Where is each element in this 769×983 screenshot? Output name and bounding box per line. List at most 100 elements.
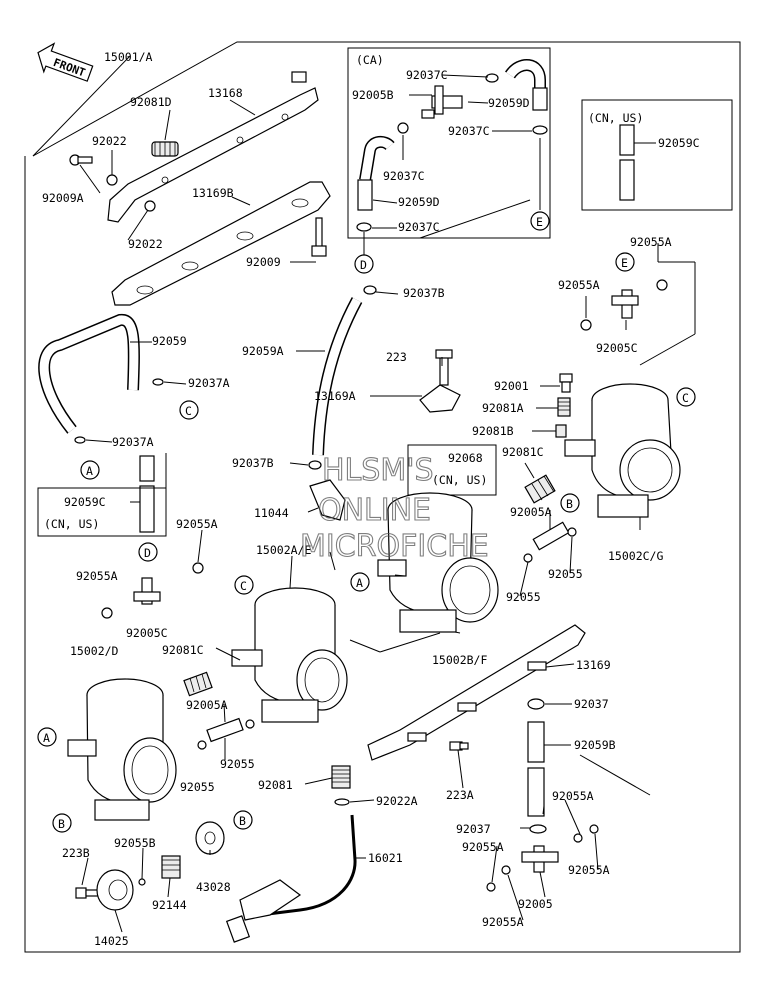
label-92037c-2: 92037C <box>448 124 490 138</box>
label-92081c-left: 92081C <box>162 643 204 657</box>
label-14025: 14025 <box>94 934 129 948</box>
label-92059a: 92059A <box>242 344 284 358</box>
part-labels: 15001/A 92081D 13168 92022 92009A 13169B… <box>42 50 700 948</box>
cable-bracket <box>225 879 302 943</box>
ca-tee-92005b <box>421 85 463 119</box>
ca-clamp-4 <box>356 222 372 232</box>
svg-text:HLSM'S: HLSM'S <box>322 453 434 488</box>
callout-d-left: D <box>138 542 158 562</box>
spring-92144 <box>161 855 181 879</box>
callout-b-right: B <box>560 493 580 513</box>
callout-b-low: B <box>52 813 72 833</box>
nut-92022-lower <box>144 200 156 212</box>
box-cnus-left-label: (CN, US) <box>44 517 99 531</box>
svg-text:MICROFICHE: MICROFICHE <box>300 529 489 564</box>
oring-92055a-l-mid <box>192 562 204 574</box>
label-92005a-left: 92005A <box>186 698 228 712</box>
clamp-92037a-lower <box>74 436 86 444</box>
svg-text:E: E <box>621 256 628 270</box>
label-92081b: 92081B <box>472 424 514 438</box>
svg-text:B: B <box>566 497 573 511</box>
carburetor-15002c-g <box>564 383 681 518</box>
pipe-92005a-right <box>532 521 570 551</box>
bolt-92009a <box>69 154 93 166</box>
box-cnus-mid-label: (CN, US) <box>432 473 487 487</box>
clamp-92037b-mid <box>308 460 322 470</box>
svg-text:ONLINE: ONLINE <box>318 493 431 528</box>
label-92005a-r: 92005A <box>510 505 552 519</box>
label-92037b-mid: 92037B <box>232 456 274 470</box>
label-92055a-r2: 92055A <box>462 840 504 854</box>
label-92059: 92059 <box>152 334 187 348</box>
label-92022-a: 92022 <box>92 134 127 148</box>
tee-92005c-left <box>133 577 161 605</box>
ca-hose-92059d <box>532 87 548 111</box>
plate-13169b <box>111 181 331 306</box>
callout-c-mid: C <box>234 575 254 595</box>
svg-text:C: C <box>240 579 247 593</box>
label-92005-r: 92005 <box>518 897 553 911</box>
svg-text:D: D <box>144 546 151 560</box>
label-13169b: 13169B <box>192 186 234 200</box>
callout-d-ca: D <box>354 254 374 274</box>
label-92081c-right: 92081C <box>502 445 544 459</box>
leader-lines <box>32 55 696 933</box>
clamp-92037-r <box>527 698 545 710</box>
label-92022a: 92022A <box>376 794 418 808</box>
label-43028: 43028 <box>196 880 231 894</box>
box-cnus-top <box>581 99 733 211</box>
label-92059d-1: 92059D <box>488 96 530 110</box>
oring-92055-l1 <box>197 740 207 750</box>
callout-c-right: C <box>676 387 696 407</box>
cover-14025 <box>96 869 134 911</box>
screw-223a <box>449 741 469 751</box>
diaphragm-43028 <box>195 821 225 855</box>
ca-clamp-2 <box>532 125 548 135</box>
spring-92081 <box>331 765 351 789</box>
hose-92059c-left-bot <box>139 485 155 533</box>
label-92005c-left: 92005C <box>126 626 168 640</box>
label-92059c-left: 92059C <box>64 495 106 509</box>
label-92005c-right: 92005C <box>596 341 638 355</box>
label-223a: 223A <box>446 788 474 802</box>
label-92009a: 92009A <box>42 191 84 205</box>
oring-92055-r1 <box>523 553 533 563</box>
callout-a-mid: A <box>350 572 370 592</box>
label-92055b: 92055B <box>114 836 156 850</box>
ca-hose-92059d-2 <box>357 179 373 211</box>
carburetor-15002-d <box>67 678 177 821</box>
link-11044 <box>309 479 346 521</box>
box-ca-label: (CA) <box>356 53 384 67</box>
callout-a-low: A <box>37 727 57 747</box>
label-92037a-1: 92037A <box>188 376 230 390</box>
callout-c-left: C <box>179 400 199 420</box>
label-13169: 13169 <box>576 658 611 672</box>
watermark: HLSM'S ONLINE MICROFICHE <box>299 452 489 564</box>
svg-text:C: C <box>185 404 192 418</box>
label-92055a-l2: 92055A <box>76 569 118 583</box>
label-223b: 223B <box>62 846 90 860</box>
carburetor-15002b-f <box>377 492 499 633</box>
label-92055a-l1: 92055A <box>176 517 218 531</box>
svg-text:E: E <box>536 215 543 229</box>
label-92144: 92144 <box>152 898 187 912</box>
spring-92081d <box>151 141 179 157</box>
label-92037-r: 92037 <box>574 697 609 711</box>
ca-clamp-3 <box>397 122 409 134</box>
screw-223b <box>75 887 101 899</box>
label-92037-r2: 92037 <box>456 822 491 836</box>
label-92037c-4: 92037C <box>398 220 440 234</box>
label-92055-r2: 92055 <box>548 567 583 581</box>
label-11044: 11044 <box>254 506 289 520</box>
hose-92059c-right-bot <box>619 159 635 201</box>
diagram-frame <box>24 41 741 953</box>
clamp-92037-r2 <box>529 824 547 834</box>
nut-92022-upper <box>106 174 118 186</box>
svg-text:A: A <box>356 576 363 590</box>
label-92081d: 92081D <box>130 95 172 109</box>
ca-clamp-1 <box>485 73 499 83</box>
label-92037b-top: 92037B <box>403 286 445 300</box>
label-92059c-right: 92059C <box>658 136 700 150</box>
tee-92005c-right <box>611 289 639 319</box>
label-92055a-r4: 92055A <box>482 915 524 929</box>
